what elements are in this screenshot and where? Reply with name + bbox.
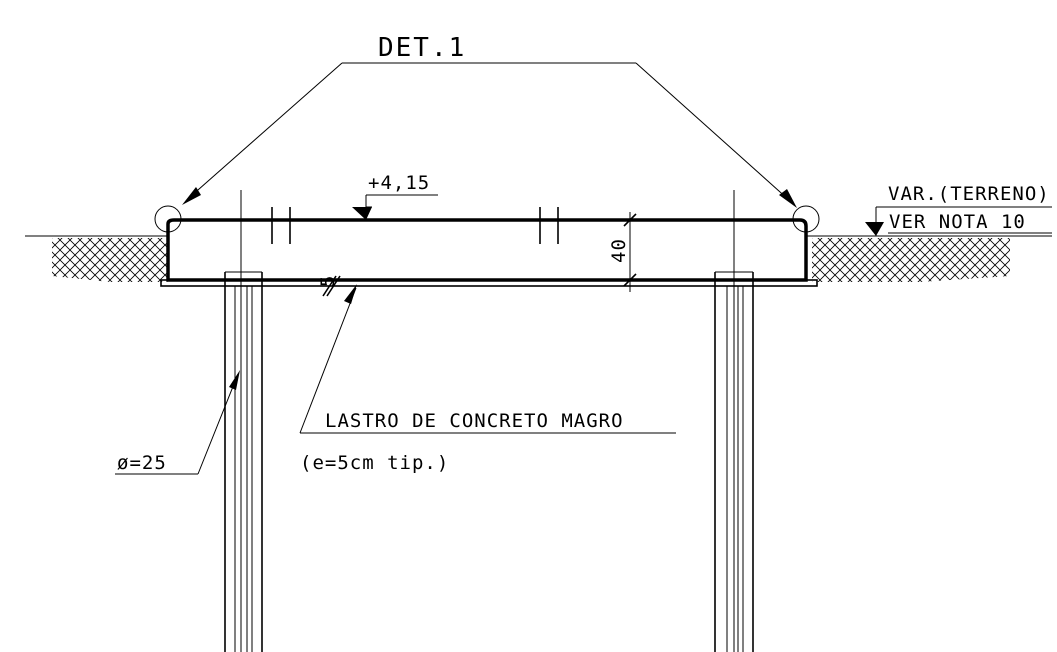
break-marks — [271, 207, 559, 244]
elevation-text: +4,15 — [368, 172, 430, 194]
leader-arrowhead-icon — [229, 370, 240, 390]
pile-left — [224, 271, 263, 652]
pile-diameter-text: ø=25 — [117, 452, 167, 474]
blinding-title-text: LASTRO DE CONCRETO MAGRO — [325, 410, 624, 432]
pile-diameter-callout: ø=25 — [115, 370, 240, 475]
blinding-layer — [160, 279, 818, 287]
blinding-thickness-dim: 5 — [317, 275, 341, 297]
ground-level-note: VAR.(TERRENO) VER NOTA 10 — [865, 183, 1052, 236]
ground-level-text: VAR.(TERRENO) — [888, 183, 1050, 205]
detail-label: DET.1 — [378, 33, 466, 63]
detail-leaders — [182, 62, 797, 208]
level-triangle-icon — [352, 207, 372, 220]
leader-arrowhead-icon — [182, 187, 201, 205]
blinding-thickness-text: 5 — [317, 275, 339, 287]
pile-right — [714, 271, 754, 652]
level-triangle-icon — [865, 222, 884, 236]
elevation-marker: +4,15 — [352, 172, 438, 220]
ground-note-text: VER NOTA 10 — [889, 211, 1026, 233]
slab-thickness-dim: 40 — [608, 212, 637, 292]
ground-left — [25, 235, 168, 282]
pile-cap-slab — [166, 218, 808, 282]
rebar-corner-left — [154, 205, 182, 233]
slab-thickness-text: 40 — [608, 238, 630, 263]
ground-right — [805, 235, 1052, 282]
blinding-callout: LASTRO DE CONCRETO MAGRO (e=5cm tip.) — [299, 284, 676, 474]
blinding-spec-text: (e=5cm tip.) — [300, 452, 449, 474]
leader-arrowhead-icon — [779, 189, 797, 208]
leader-arrowhead-icon — [344, 284, 357, 304]
rebar-corner-right — [792, 205, 820, 233]
